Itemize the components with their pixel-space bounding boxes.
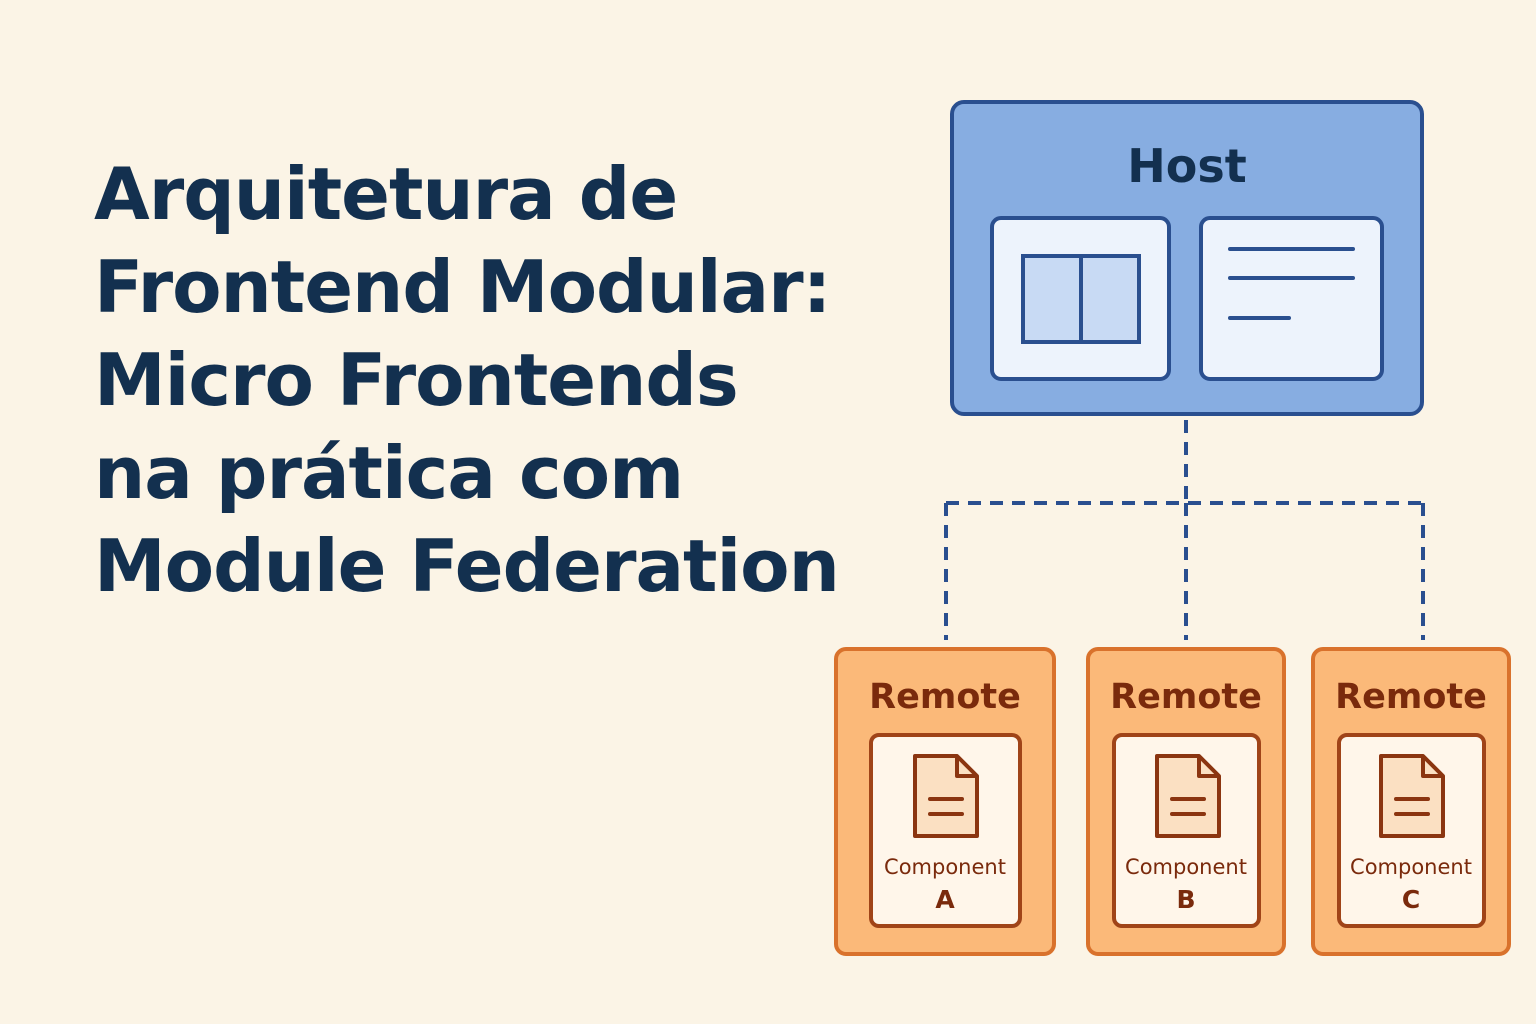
host-box: Host bbox=[950, 100, 1424, 416]
component-letter: B bbox=[1176, 885, 1195, 914]
remote-box-b: Remote Component B bbox=[1086, 647, 1286, 956]
component-label: Component bbox=[1125, 855, 1247, 879]
remote-label: Remote bbox=[1335, 677, 1487, 717]
component-label: Component bbox=[1350, 855, 1472, 879]
text-lines-icon bbox=[1228, 247, 1355, 320]
title-line-3: Micro Frontends bbox=[94, 338, 739, 422]
remote-label: Remote bbox=[1110, 677, 1262, 717]
title-line-1: Arquitetura de bbox=[94, 152, 678, 236]
host-content-panel bbox=[1199, 216, 1384, 381]
component-letter: C bbox=[1402, 885, 1420, 914]
remote-label: Remote bbox=[869, 677, 1021, 717]
title-line-4: na prática com bbox=[94, 431, 684, 515]
component-letter: A bbox=[935, 885, 955, 914]
file-icon bbox=[1379, 754, 1445, 838]
page-title: Arquitetura de Frontend Modular: Micro F… bbox=[94, 148, 874, 613]
component-label: Component bbox=[884, 855, 1006, 879]
file-icon bbox=[913, 754, 979, 838]
remote-box-a: Remote Component A bbox=[834, 647, 1056, 956]
file-icon bbox=[1155, 754, 1221, 838]
title-line-5: Module Federation bbox=[94, 524, 840, 608]
connector-lines bbox=[944, 420, 1425, 640]
two-column-layout-icon bbox=[1021, 254, 1141, 344]
remote-box-c: Remote Component C bbox=[1311, 647, 1511, 956]
host-layout-panel bbox=[990, 216, 1171, 381]
host-label: Host bbox=[1127, 139, 1246, 193]
title-line-2: Frontend Modular: bbox=[94, 245, 831, 329]
